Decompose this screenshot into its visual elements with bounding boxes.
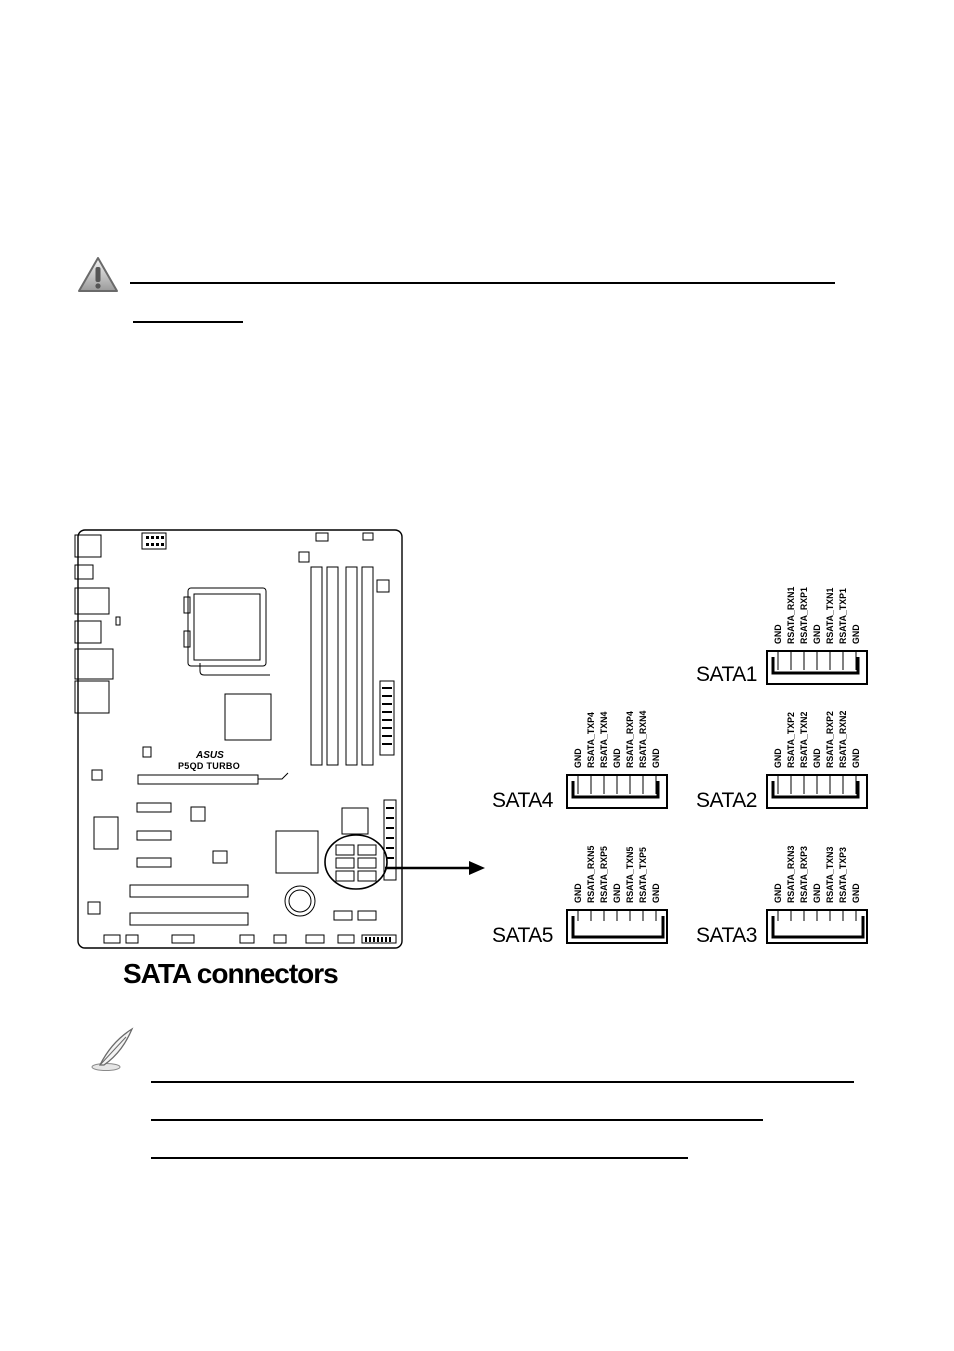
- note-text-line-3: [151, 1157, 688, 1159]
- sata2-pin-label: GND: [773, 748, 783, 768]
- sata5-pin-label: RSATA_TXN5: [625, 846, 635, 903]
- sata4-connector: [566, 774, 668, 809]
- sata2-pin-label: RSATA_TXP2: [786, 712, 796, 768]
- sata1-pin-label: RSATA_RXN1: [786, 586, 796, 644]
- arrow-right-icon: [385, 861, 485, 875]
- sata1-pin-label: RSATA_TXP1: [838, 588, 848, 644]
- sata2-pin-label: GND: [812, 748, 822, 768]
- sata3-pin-label: GND: [851, 883, 861, 903]
- board-model: P5QD TURBO: [178, 761, 241, 771]
- diagram-caption: SATA connectors: [123, 958, 339, 989]
- note-text-line-2: [151, 1119, 763, 1121]
- sata4-pin-label: RSATA_TXP4: [586, 712, 596, 768]
- sata5-pin-label: GND: [573, 883, 583, 903]
- sata3-pin-label: GND: [812, 883, 822, 903]
- sata1-pin-label: RSATA_RXP1: [799, 587, 809, 644]
- sata2-pin-label: RSATA_TXN2: [799, 711, 809, 768]
- sata2-label: SATA2: [696, 789, 757, 812]
- sata5-pin-label: RSATA_RXP5: [599, 846, 609, 903]
- sata4-pin-label: RSATA_RXP4: [625, 711, 635, 768]
- sata4-pin-label: GND: [573, 748, 583, 768]
- sata3-pin-label: RSATA_RXP3: [799, 846, 809, 903]
- warning-text-line-1: [130, 282, 835, 284]
- sata3-pin-label: GND: [773, 883, 783, 903]
- sata3-pin-label: RSATA_RXN3: [786, 845, 796, 903]
- sata4-pin-label: GND: [612, 748, 622, 768]
- motherboard-diagram: [74, 529, 403, 949]
- sata1-label: SATA1: [696, 663, 757, 686]
- sata5-label: SATA5: [492, 924, 553, 947]
- note-quill-icon: [91, 1027, 134, 1071]
- warning-triangle-icon: [78, 257, 118, 292]
- sata4-label: SATA4: [492, 789, 553, 812]
- sata1-pin-label: RSATA_TXN1: [825, 587, 835, 644]
- sata5-pin-label: GND: [651, 883, 661, 903]
- sata4-pin-label: GND: [651, 748, 661, 768]
- sata3-connector: [766, 909, 868, 944]
- note-text-line-1: [151, 1081, 854, 1083]
- sata5-pin-label: GND: [612, 883, 622, 903]
- sata2-connector: [766, 774, 868, 809]
- sata3-pin-label: RSATA_TXP3: [838, 847, 848, 903]
- sata3-pin-label: RSATA_TXN3: [825, 846, 835, 903]
- sata2-pin-label: RSATA_RXP2: [825, 711, 835, 768]
- sata1-pin-label: GND: [812, 624, 822, 644]
- sata5-pin-label: RSATA_RXN5: [586, 845, 596, 903]
- sata1-connector: [766, 650, 868, 685]
- sata3-label: SATA3: [696, 924, 757, 947]
- sata5-pin-label: RSATA_TXP5: [638, 847, 648, 903]
- board-brand: ASUS: [196, 750, 224, 761]
- sata1-pin-label: GND: [851, 624, 861, 644]
- sata4-pin-label: RSATA_RXN4: [638, 710, 648, 768]
- warning-text-line-2: [133, 321, 243, 323]
- sata2-pin-label: RSATA_RXN2: [838, 710, 848, 768]
- sata5-connector: [566, 909, 668, 944]
- sata1-pin-label: GND: [773, 624, 783, 644]
- sata2-pin-label: GND: [851, 748, 861, 768]
- sata4-pin-label: RSATA_TXN4: [599, 711, 609, 768]
